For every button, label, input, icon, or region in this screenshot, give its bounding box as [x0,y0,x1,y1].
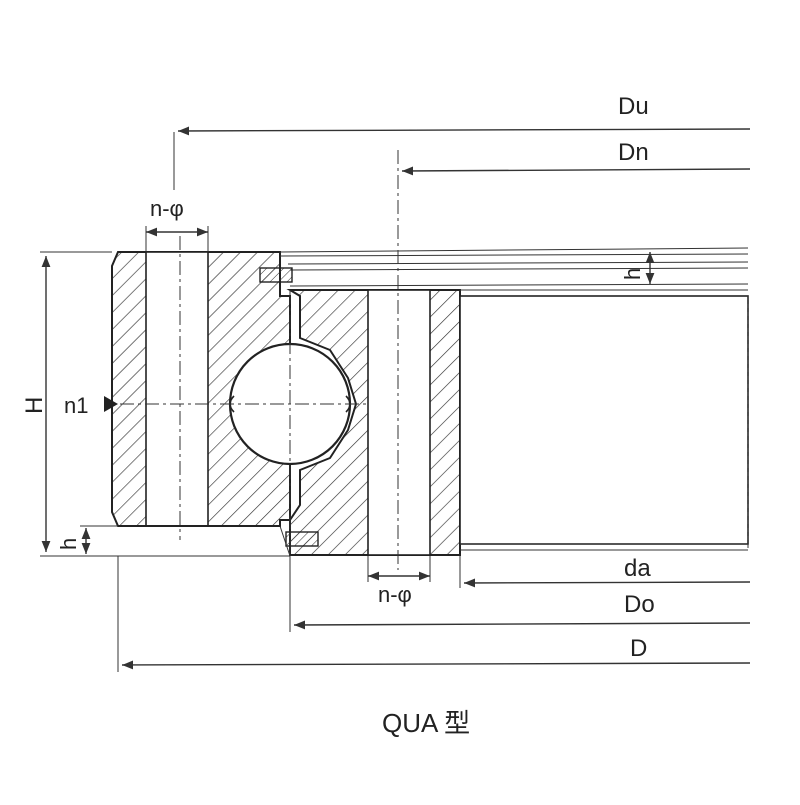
bottom-seal [285,531,319,547]
top-edge-lines [279,247,749,291]
dim-da [459,556,751,588]
label-dn: Dn [618,139,649,166]
dim-d [117,556,751,672]
gear-teeth-region [459,295,749,551]
label-n-phi-bottom: n-φ [378,582,412,607]
label-h-top: h [620,268,645,280]
dim-n-phi-top [145,226,209,252]
outer-ring [111,251,291,527]
inner-ring [286,289,461,556]
dim-dn [401,166,751,176]
n1-marker-icon [104,396,118,412]
dim-n-phi-bottom [367,556,431,582]
dim-H [40,251,118,557]
label-n1: n1 [64,393,88,418]
label-H: H [21,397,48,414]
label-du: Du [618,93,649,120]
dim-h-bottom [80,525,118,554]
inner-bolt-hole [367,289,431,556]
top-seal [259,267,293,283]
label-d: D [630,635,647,662]
label-n-phi-top: n-φ [150,196,184,221]
diagram-caption: QUA 型 [382,708,470,738]
dim-du [173,126,751,190]
dim-do [289,556,751,632]
label-h-bottom: h [56,538,81,550]
label-do: Do [624,591,655,618]
label-da: da [624,555,651,582]
outer-bolt-hole [145,251,209,527]
